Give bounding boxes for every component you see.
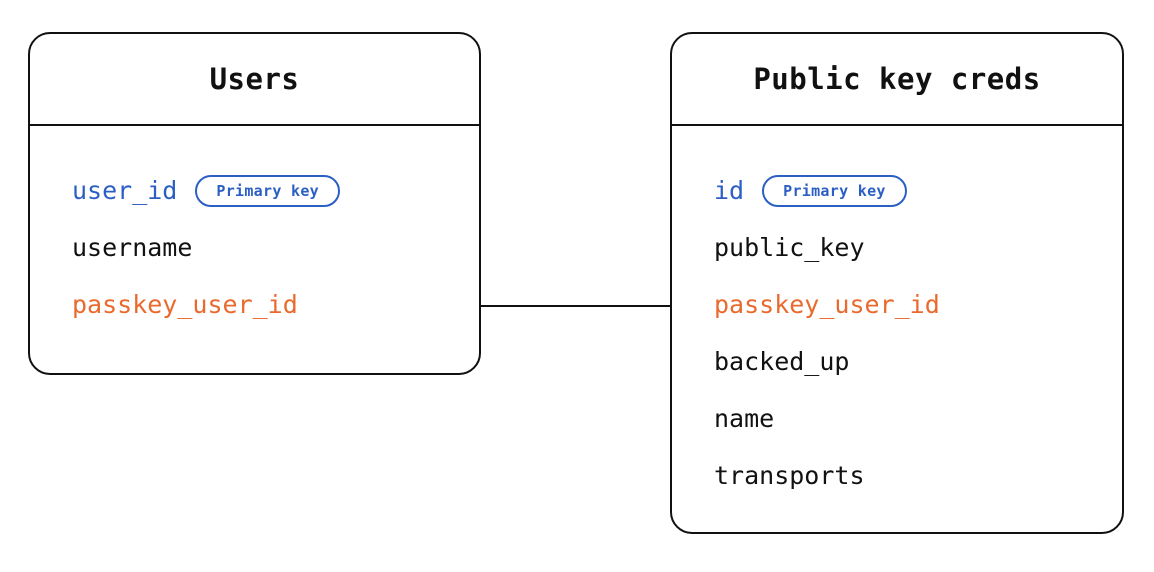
- entity-users-field-list: user_id Primary key username passkey_use…: [30, 126, 479, 333]
- field-row-public-key[interactable]: public_key: [714, 219, 1122, 276]
- field-name-passkey-user-id: passkey_user_id: [714, 290, 940, 319]
- field-name-name: name: [714, 404, 775, 433]
- field-name-transports: transports: [714, 461, 865, 490]
- entity-public-key-creds-title: Public key creds: [753, 62, 1041, 96]
- field-name-backed-up: backed_up: [714, 347, 850, 376]
- relationship-connector-passkey-user-id: [481, 305, 672, 307]
- field-name-public-key: public_key: [714, 233, 865, 262]
- field-name-username: username: [72, 233, 193, 262]
- entity-users-header: Users: [30, 34, 479, 126]
- field-row-name[interactable]: name: [714, 390, 1122, 447]
- field-name-id: id: [714, 176, 745, 205]
- entity-public-key-creds-field-list: id Primary key public_key passkey_user_i…: [672, 126, 1122, 504]
- field-row-backed-up[interactable]: backed_up: [714, 333, 1122, 390]
- field-row-passkey-user-id[interactable]: passkey_user_id: [72, 276, 479, 333]
- field-row-username[interactable]: username: [72, 219, 479, 276]
- primary-key-badge: Primary key: [762, 174, 907, 207]
- field-row-transports[interactable]: transports: [714, 447, 1122, 504]
- entity-users[interactable]: Users user_id Primary key username passk…: [28, 32, 481, 375]
- entity-public-key-creds[interactable]: Public key creds id Primary key public_k…: [670, 32, 1124, 534]
- primary-key-badge: Primary key: [195, 174, 340, 207]
- field-row-id[interactable]: id Primary key: [714, 162, 1122, 219]
- field-name-passkey-user-id: passkey_user_id: [72, 290, 298, 319]
- entity-public-key-creds-header: Public key creds: [672, 34, 1122, 126]
- field-name-user-id: user_id: [72, 176, 178, 205]
- field-row-passkey-user-id[interactable]: passkey_user_id: [714, 276, 1122, 333]
- field-row-user-id[interactable]: user_id Primary key: [72, 162, 479, 219]
- entity-users-title: Users: [209, 62, 300, 96]
